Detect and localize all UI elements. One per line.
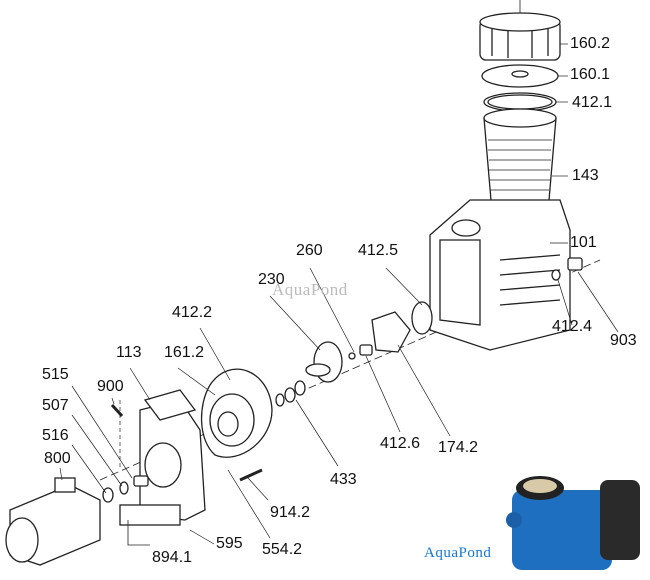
label-900: 900 bbox=[97, 378, 124, 395]
label-595: 595 bbox=[216, 535, 243, 552]
label-515: 515 bbox=[42, 366, 69, 383]
seal-plate-part bbox=[200, 368, 273, 458]
label-160-2: 160.2 bbox=[570, 35, 611, 52]
diffuser-part bbox=[371, 311, 411, 353]
label-554-2: 554.2 bbox=[262, 541, 303, 558]
label-516: 516 bbox=[42, 427, 69, 444]
label-101: 101 bbox=[570, 234, 597, 251]
label-260: 260 bbox=[296, 242, 323, 259]
watermark: AquaPond bbox=[272, 280, 348, 299]
lid-part bbox=[479, 12, 561, 61]
label-800: 800 bbox=[44, 450, 71, 467]
label-412-5: 412.5 bbox=[358, 242, 399, 259]
label-894-1: 894.1 bbox=[152, 549, 193, 566]
basket-part bbox=[483, 108, 557, 213]
label-914-2: 914.2 bbox=[270, 504, 311, 521]
label-433: 433 bbox=[330, 471, 357, 488]
pump-housing-part bbox=[429, 199, 571, 351]
label-412-4: 412.4 bbox=[552, 318, 593, 335]
label-113: 113 bbox=[116, 344, 142, 361]
label-230: 230 bbox=[258, 271, 285, 288]
label-507: 507 bbox=[42, 397, 69, 414]
label-412-6: 412.6 bbox=[380, 435, 421, 452]
label-143: 143 bbox=[572, 167, 599, 184]
motor-part bbox=[5, 477, 101, 566]
label-160-1: 160.1 bbox=[570, 66, 611, 83]
brand-logo: AquaPond bbox=[424, 545, 492, 561]
label-903: 903 bbox=[610, 332, 637, 349]
label-174-2: 174.2 bbox=[438, 439, 479, 456]
label-412-2: 412.2 bbox=[172, 304, 213, 321]
pump-product-photo bbox=[506, 476, 640, 570]
label-161-2: 161.2 bbox=[164, 344, 205, 361]
label-412-1: 412.1 bbox=[572, 94, 613, 111]
bracket-part bbox=[119, 389, 206, 526]
drain-plug-part bbox=[567, 257, 583, 271]
